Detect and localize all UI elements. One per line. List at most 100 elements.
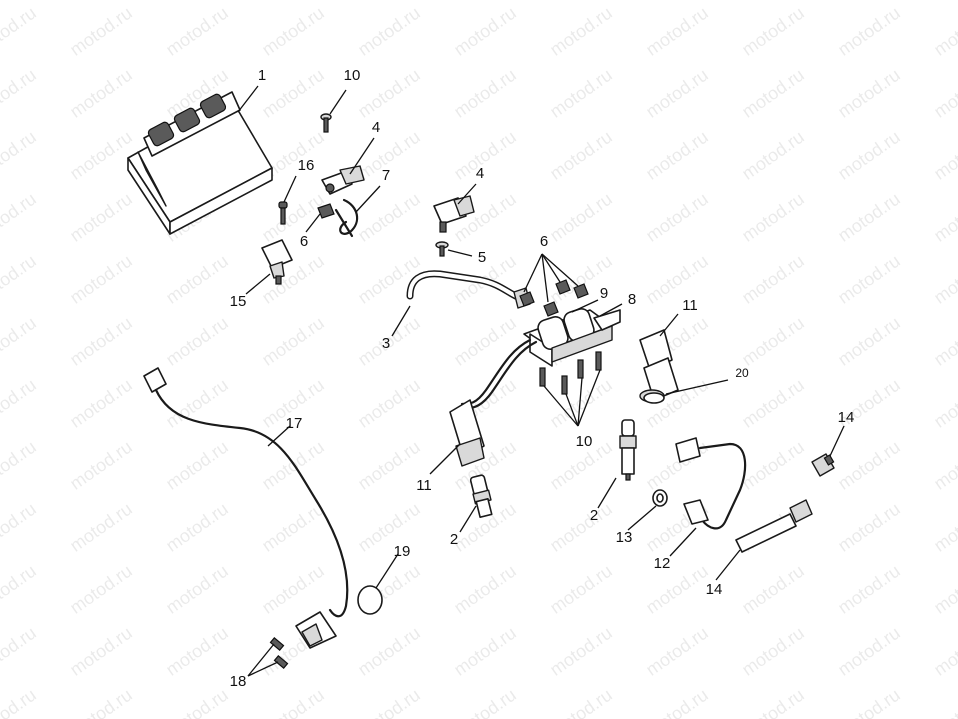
watermark-text: motod.ru: [642, 561, 712, 618]
watermark-text: motod.ru: [642, 623, 712, 680]
callout-10-top: 10: [344, 67, 361, 84]
screw-part-top: [320, 113, 332, 133]
watermark-text: motod.ru: [834, 189, 904, 246]
callout-11-right: 11: [682, 297, 698, 314]
watermark-text: motod.ru: [258, 499, 328, 556]
crank-sensor-lead-part: [143, 367, 349, 618]
callout-4-left: 4: [372, 119, 380, 136]
watermark-text: motod.ru: [930, 189, 958, 246]
watermark-text: motod.ru: [930, 65, 958, 122]
watermark-text: motod.ru: [354, 437, 424, 494]
watermark-text: motod.ru: [834, 251, 904, 308]
watermark-text: motod.ru: [738, 437, 808, 494]
watermark-text: motod.ru: [738, 251, 808, 308]
map-sensor-part-left: [321, 165, 365, 195]
callout-9: 9: [600, 285, 608, 302]
watermark-text: motod.ru: [66, 251, 136, 308]
watermark-text: motod.ru: [834, 127, 904, 184]
bracket-hose-part: [334, 198, 359, 238]
callout-1: 1: [258, 67, 266, 84]
watermark-text: motod.ru: [738, 189, 808, 246]
watermark-text: motod.ru: [66, 65, 136, 122]
callout-3: 3: [382, 335, 390, 352]
watermark-text: motod.ru: [450, 3, 520, 60]
watermark-text: motod.ru: [66, 623, 136, 680]
map-sensor-part-right: [433, 195, 475, 233]
watermark-text: motod.ru: [930, 685, 958, 719]
watermark-text: motod.ru: [66, 685, 136, 719]
watermark-text: motod.ru: [930, 127, 958, 184]
watermark-text: motod.ru: [162, 313, 232, 370]
callout-18: 18: [230, 673, 247, 690]
callout-16: 16: [298, 157, 315, 174]
watermark-text: motod.ru: [834, 623, 904, 680]
air-temp-sensor-part: [261, 239, 293, 285]
watermark-text: motod.ru: [834, 65, 904, 122]
watermark-text: motod.ru: [0, 561, 40, 618]
watermark-text: motod.ru: [738, 561, 808, 618]
plug-cap-part-left: [449, 338, 538, 467]
watermark-text: motod.ru: [738, 313, 808, 370]
watermark-text: motod.ru: [354, 189, 424, 246]
watermark-text: motod.ru: [0, 499, 40, 556]
watermark-text: motod.ru: [738, 127, 808, 184]
watermark-text: motod.ru: [0, 65, 40, 122]
callout-5: 5: [478, 249, 486, 266]
clip-part-left: [317, 203, 335, 219]
watermark-text: motod.ru: [258, 313, 328, 370]
callout-labels: 1 10 4 7 16 6 15 4 5 3 6 9 8 10 11 20 11…: [230, 67, 855, 690]
watermark-text: motod.ru: [642, 189, 712, 246]
watermark-text: motod.ru: [930, 3, 958, 60]
watermark-text: motod.ru: [0, 127, 40, 184]
watermark-text: motod.ru: [162, 437, 232, 494]
watermark-text: motod.ru: [354, 3, 424, 60]
watermark-text: motod.ru: [258, 65, 328, 122]
callout-10-bottom: 10: [576, 433, 593, 450]
callout-11-left: 11: [416, 477, 432, 494]
watermark-text: motod.ru: [162, 251, 232, 308]
watermark-text: motod.ru: [354, 65, 424, 122]
watermark-text: motod.ru: [66, 189, 136, 246]
watermark-text: motod.ru: [738, 65, 808, 122]
watermark-text: motod.ru: [66, 313, 136, 370]
spark-plug-part-left: [469, 474, 493, 519]
watermark-text: motod.ru: [162, 623, 232, 680]
callout-15: 15: [230, 293, 247, 310]
watermark-text: motod.ru: [0, 623, 40, 680]
watermark-text: motod.ru: [930, 623, 958, 680]
watermark-text: motod.ru: [930, 499, 958, 556]
watermark-text: motod.ru: [738, 623, 808, 680]
watermark-text: motod.ru: [834, 685, 904, 719]
callout-14-bottom: 14: [706, 581, 723, 598]
cap-seal-part: [643, 392, 665, 404]
watermark-text: motod.ru: [450, 561, 520, 618]
ecu-part: [127, 91, 273, 235]
watermark-text: motod.ru: [258, 3, 328, 60]
watermark-text: motod.ru: [738, 685, 808, 719]
watermark-text: motod.ru: [258, 685, 328, 719]
watermark-text: motod.ru: [162, 561, 232, 618]
watermark-text: motod.ru: [450, 65, 520, 122]
leader-lines: [237, 85, 845, 677]
sealing-washer-part: [652, 489, 668, 507]
callout-12: 12: [654, 555, 671, 572]
watermark-text: motod.ru: [738, 375, 808, 432]
watermark-text: motod.ru: [546, 3, 616, 60]
callout-13: 13: [616, 529, 633, 546]
watermark-text: motod.ru: [546, 685, 616, 719]
crank-sensor-part: [269, 611, 337, 670]
watermark-text: motod.ru: [66, 499, 136, 556]
watermark-text: motod.ru: [930, 437, 958, 494]
watermark-text: motod.ru: [642, 251, 712, 308]
watermark-text: motod.ru: [546, 65, 616, 122]
watermark-text: motod.ru: [738, 3, 808, 60]
watermark-text: motod.ru: [66, 437, 136, 494]
watermark-text: motod.ru: [450, 685, 520, 719]
watermark-text: motod.ru: [450, 623, 520, 680]
watermark-text: motod.ru: [834, 437, 904, 494]
temp-sensor-part-bottom: [735, 499, 813, 553]
callout-2-left: 2: [450, 531, 458, 548]
watermark-text: motod.ru: [930, 251, 958, 308]
watermark-text: motod.ru: [546, 561, 616, 618]
